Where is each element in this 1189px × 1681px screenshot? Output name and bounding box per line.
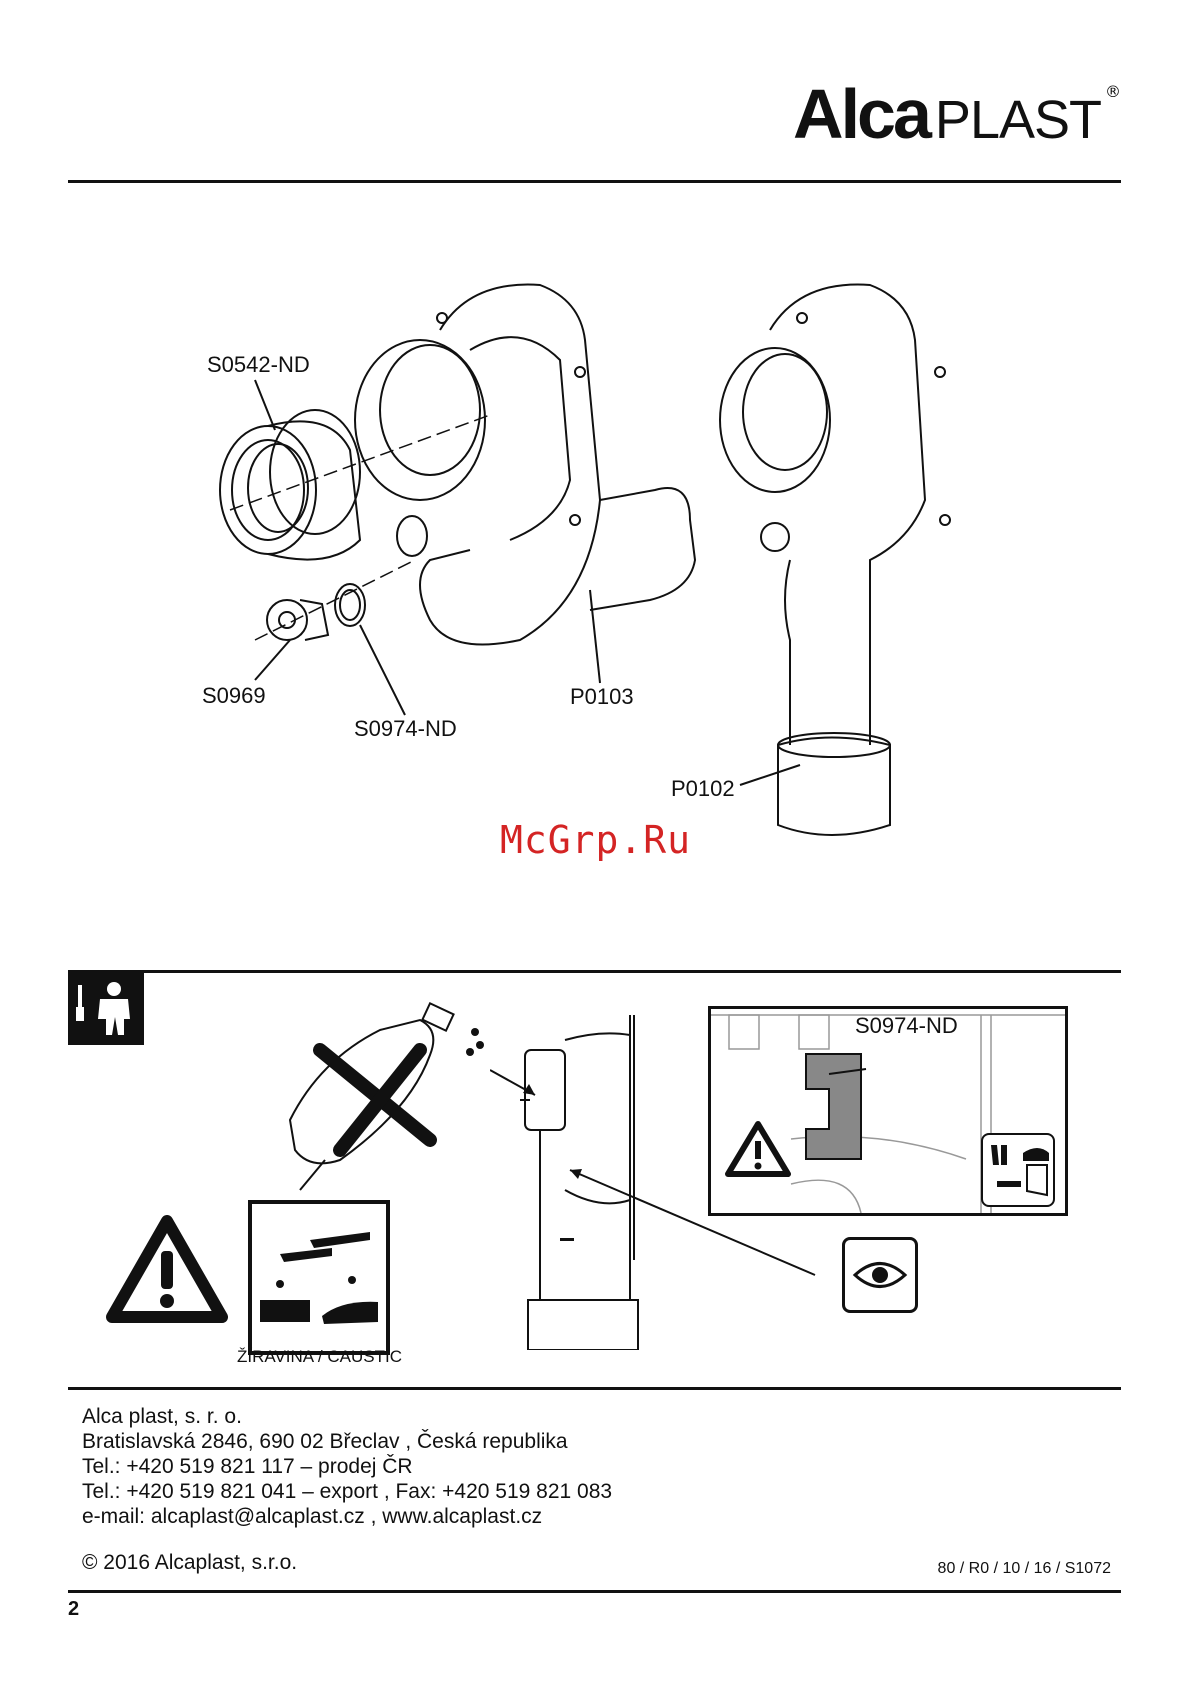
company-address: Bratislavská 2846, 690 02 Břeclav , Česk… xyxy=(82,1430,568,1453)
warning-triangle-icon xyxy=(106,1215,228,1323)
header-divider xyxy=(68,180,1121,183)
email-web: e-mail: alcaplast@alcaplast.cz , www.alc… xyxy=(82,1505,543,1528)
footer-divider-bottom xyxy=(68,1590,1121,1593)
section-divider xyxy=(68,970,1121,973)
part-label-s0542: S0542-ND xyxy=(207,352,310,377)
phone-export: Tel.: +420 519 821 041 – export , Fax: +… xyxy=(82,1480,613,1503)
caustic-hazard-icon xyxy=(248,1200,390,1355)
detail-label-s0974: S0974-ND xyxy=(855,1013,958,1038)
caustic-label: ŽÍRAVINA / CAUSTIC xyxy=(237,1347,402,1366)
copyright: © 2016 Alcaplast, s.r.o. xyxy=(82,1551,298,1574)
part-label-p0102: P0102 xyxy=(671,776,735,801)
logo-registered-mark: ® xyxy=(1105,82,1121,101)
document-code: 80 / R0 / 10 / 16 / S1072 xyxy=(937,1560,1111,1577)
brand-logo: Alca PLAST ® xyxy=(793,74,1121,154)
company-name: Alca plast, s. r. o. xyxy=(82,1405,242,1428)
warning-triangle-small-icon xyxy=(725,1121,791,1177)
gloves-helmet-icon xyxy=(981,1133,1055,1207)
installer-icon xyxy=(68,973,144,1045)
watermark: McGrp.Ru xyxy=(500,818,692,862)
footer-divider-top xyxy=(68,1387,1121,1390)
logo-sub: PLAST xyxy=(934,90,1102,150)
eye-icon xyxy=(842,1237,918,1313)
part-label-p0103: P0103 xyxy=(570,684,634,709)
part-label-s0969: S0969 xyxy=(202,683,266,708)
detail-panel xyxy=(708,1006,1068,1216)
page-number: 2 xyxy=(68,1598,80,1620)
footer-contact: Alca plast, s. r. o. Bratislavská 2846, … xyxy=(82,1404,612,1529)
arrows xyxy=(490,1069,816,1276)
part-label-s0974: S0974-ND xyxy=(354,716,457,741)
phone-sales: Tel.: +420 519 821 117 – prodej ČR xyxy=(82,1455,413,1478)
logo-main: Alca xyxy=(793,75,932,153)
no-cleaning-agent-illustration xyxy=(288,1002,484,1191)
exploded-parts-diagram xyxy=(219,283,951,836)
siphon-side-view xyxy=(520,1015,639,1350)
